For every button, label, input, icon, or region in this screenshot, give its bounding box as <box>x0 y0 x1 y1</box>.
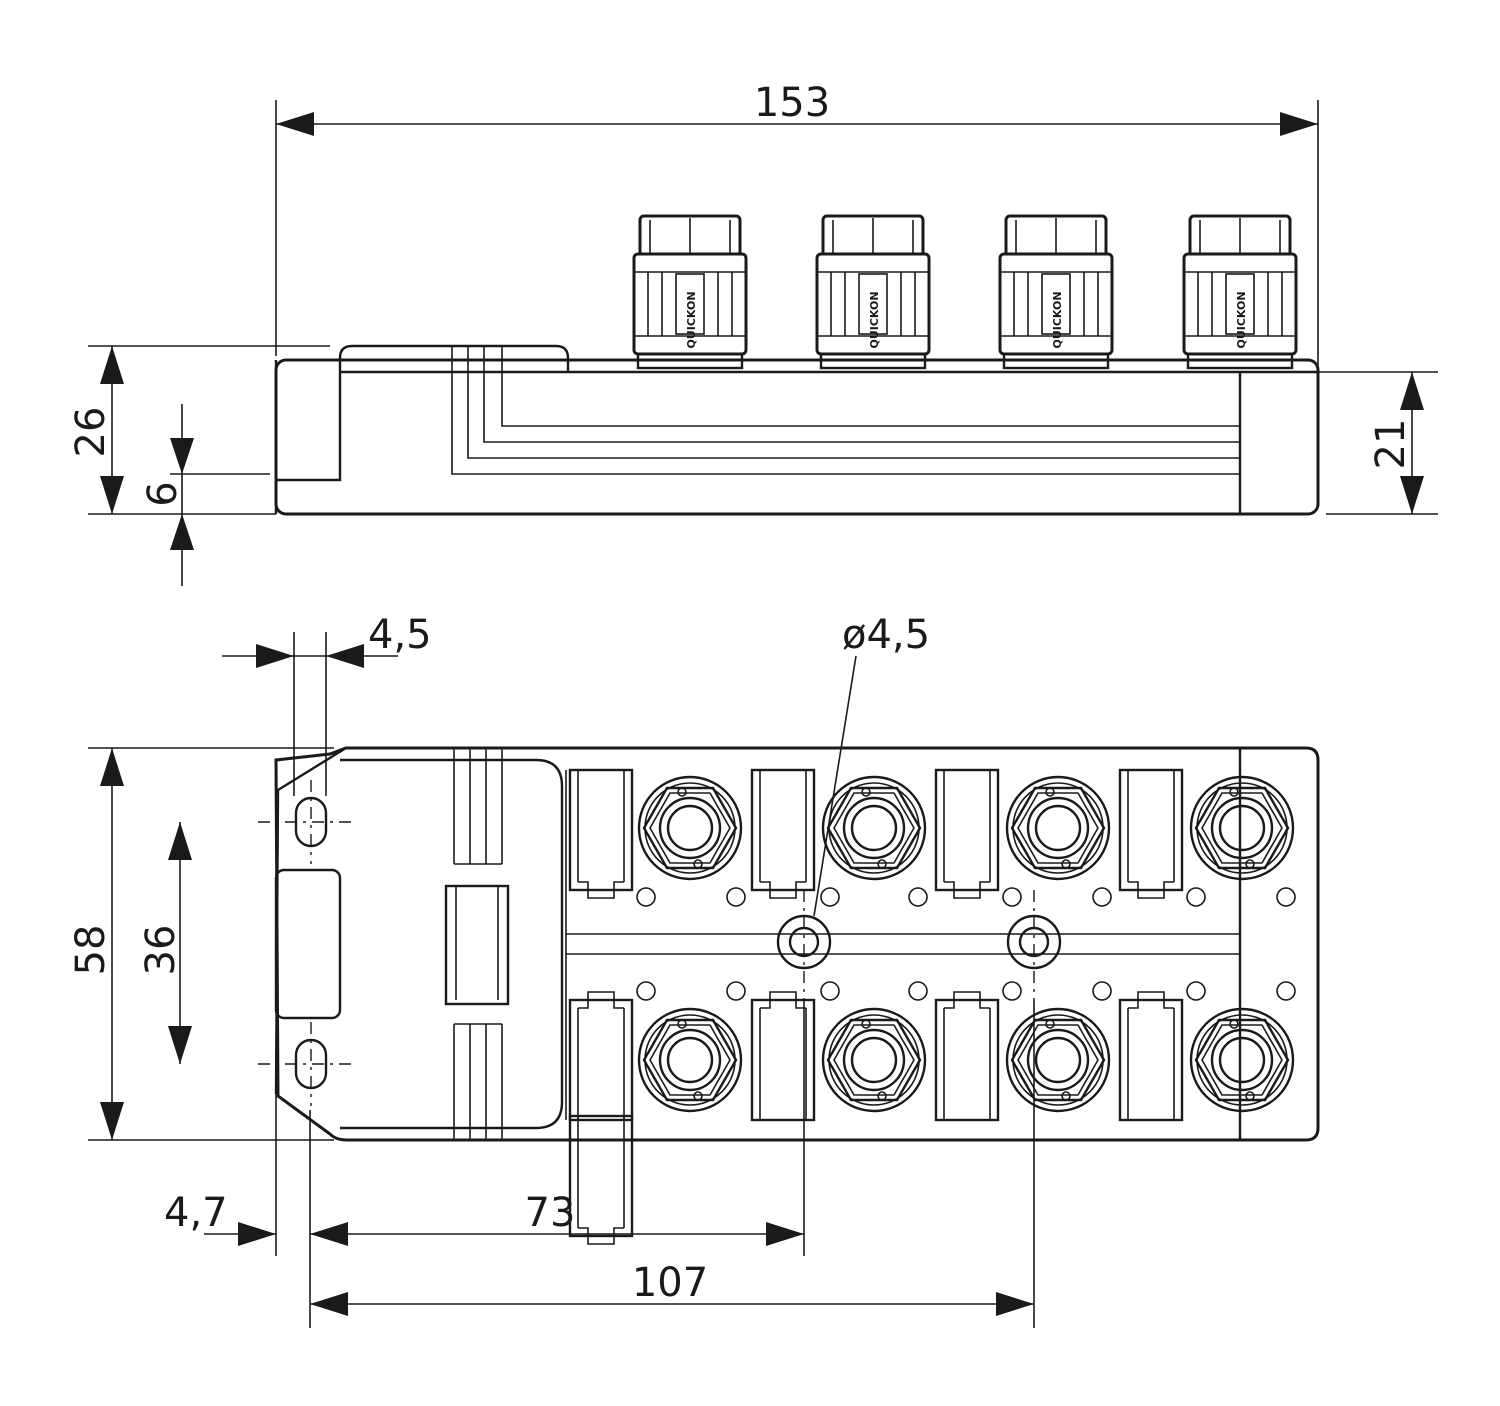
side-view: QUICKON QUICKON QUICKON QUICKON 153 <box>68 80 1438 586</box>
brand-label: QUICKON <box>685 291 698 348</box>
dim-label-21: 21 <box>1368 419 1414 470</box>
dim-label-26: 26 <box>68 407 114 458</box>
dim-label-58: 58 <box>68 925 114 976</box>
dimension-hole-spacing: 36 <box>138 822 192 1064</box>
brand-label: QUICKON <box>868 291 881 348</box>
side-connector-4: QUICKON <box>1182 214 1298 370</box>
dim-label-4-5: 4,5 <box>368 612 432 658</box>
dim-label-107: 107 <box>632 1260 708 1306</box>
brand-label: QUICKON <box>1235 291 1248 348</box>
side-body <box>274 358 1320 516</box>
brand-label: QUICKON <box>1051 291 1064 348</box>
top-view: 4,5 ø4,5 58 36 <box>68 612 1320 1328</box>
dimension-hole-position-1: 73 <box>310 1190 804 1246</box>
dim-label-4-7: 4,7 <box>164 1190 228 1236</box>
side-connector-3: QUICKON <box>998 214 1114 370</box>
top-body <box>274 746 1320 1142</box>
dim-label-36: 36 <box>138 925 184 976</box>
dimension-overall-height: 26 <box>68 345 330 515</box>
dimension-body-height: 21 <box>1312 371 1438 515</box>
dimension-foot-height: 6 <box>140 404 270 586</box>
dimension-slot-width: 4,5 <box>222 612 432 796</box>
dim-label-73: 73 <box>525 1190 576 1236</box>
dimension-hole-position-2: 107 <box>310 1260 1034 1316</box>
indicator-holes <box>636 887 1296 1001</box>
dimension-hole-diameter: ø4,5 <box>813 612 930 917</box>
dimension-overall-length: 153 <box>275 80 1319 370</box>
side-connector-2: QUICKON <box>815 214 931 370</box>
dimension-overall-width: 58 <box>68 747 334 1141</box>
side-connector-1: QUICKON <box>632 214 748 370</box>
dimension-hole-offset: 4,7 <box>164 1190 348 1246</box>
dim-label-6: 6 <box>140 481 186 506</box>
dim-label-153: 153 <box>754 80 830 126</box>
ribs <box>444 748 510 1140</box>
dim-label-dia-4-5: ø4,5 <box>842 612 930 658</box>
